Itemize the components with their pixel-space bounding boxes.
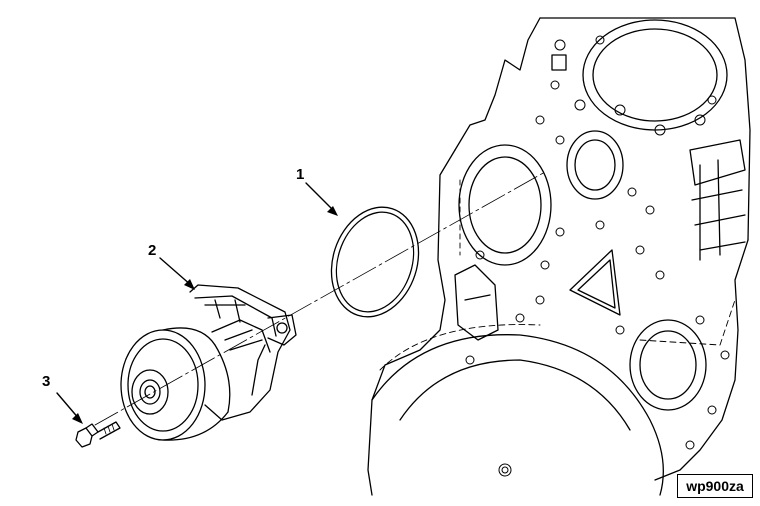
leader-arrows: [56, 182, 336, 421]
arrowhead-1: [327, 206, 338, 216]
callout-2: 2: [148, 242, 157, 259]
o-ring-seal: [330, 206, 420, 318]
assembly-axis: [94, 171, 546, 426]
capscrew: [75, 421, 121, 448]
figure-id-label: wp900za: [677, 474, 753, 498]
arrowhead-3: [72, 413, 83, 424]
leader-arrow-2: [159, 257, 193, 287]
arrowhead-2: [184, 279, 195, 290]
engine-block: [367, 17, 751, 496]
callout-3: 3: [42, 373, 51, 390]
leader-arrow-1: [305, 182, 336, 213]
callout-1: 1: [296, 166, 305, 183]
water-pump: [120, 284, 297, 441]
